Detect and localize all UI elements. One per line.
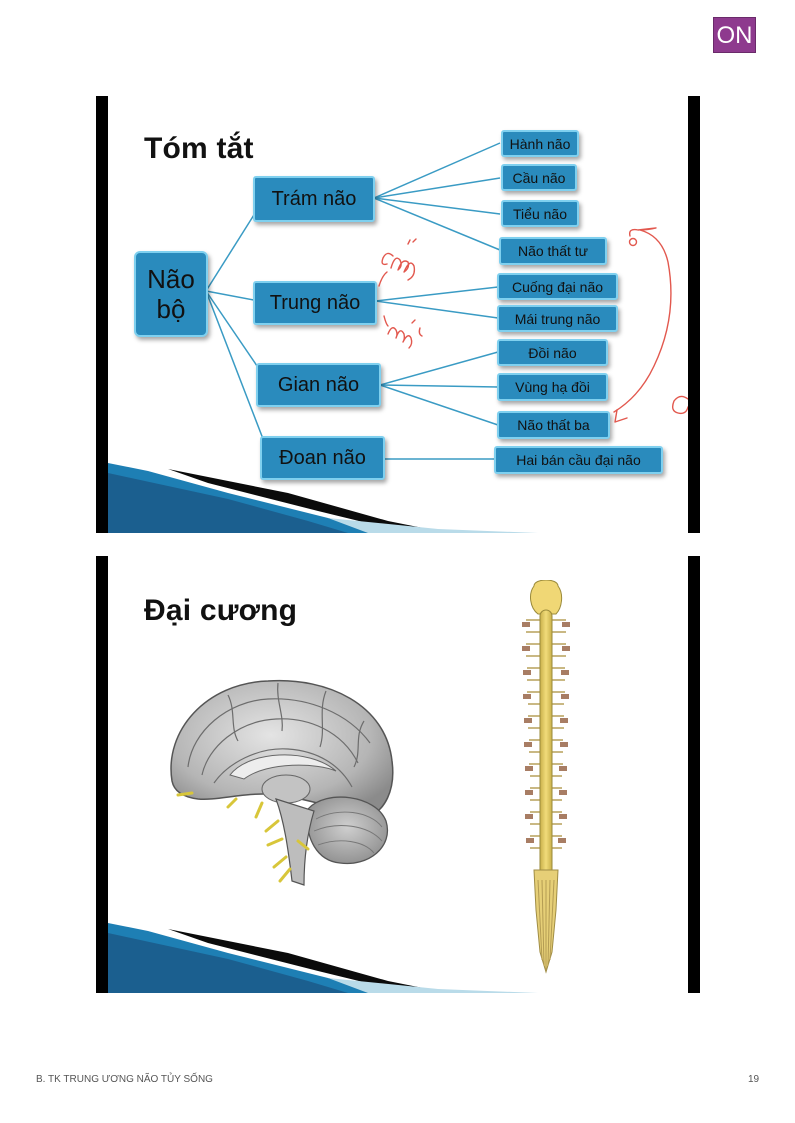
slide-title-summary: Tóm tắt (144, 132, 254, 165)
node-nao-that-tu: Não thất tư (499, 237, 607, 265)
slide-title-overview: Đại cương (144, 594, 298, 627)
node-hai-ban-cau-dai-nao: Hai bán cầu đại não (494, 446, 663, 474)
node-cuong-dai-nao: Cuống đại não (497, 273, 618, 300)
node-tieu-nao: Tiểu não (501, 200, 579, 227)
node-cau-nao: Cầu não (501, 164, 577, 191)
node-doan-nao: Đoan não (260, 436, 385, 480)
connector-lines (205, 142, 501, 460)
slide-overview: Đại cương (96, 556, 700, 993)
page-footer: B. TK TRUNG ƯƠNG NÃO TỦY SỐNG (36, 1074, 213, 1085)
slide-decoration-wave (108, 463, 538, 533)
page-number: 19 (748, 1074, 760, 1085)
node-vung-ha-doi: Vùng hạ đồi (497, 373, 608, 401)
node-tram-nao: Trám não (253, 176, 375, 222)
node-nao-that-ba: Não thất ba (497, 411, 610, 439)
node-gian-nao: Gian não (256, 363, 381, 407)
node-doi-nao: Đồi não (497, 339, 608, 366)
slide-decoration-wave (108, 923, 538, 993)
brain-illustration (170, 679, 394, 886)
on-badge: ON (713, 17, 756, 53)
node-nao-bo: Não bộ (134, 251, 208, 337)
spinal-cord-illustration (522, 580, 570, 974)
node-hanh-nao: Hành não (501, 130, 579, 157)
node-mai-trung-nao: Mái trung não (497, 305, 618, 332)
node-trung-nao: Trung não (253, 281, 377, 325)
slide-summary: Tóm tắt Não bộ Trám não Trung não Gian n… (96, 96, 700, 533)
